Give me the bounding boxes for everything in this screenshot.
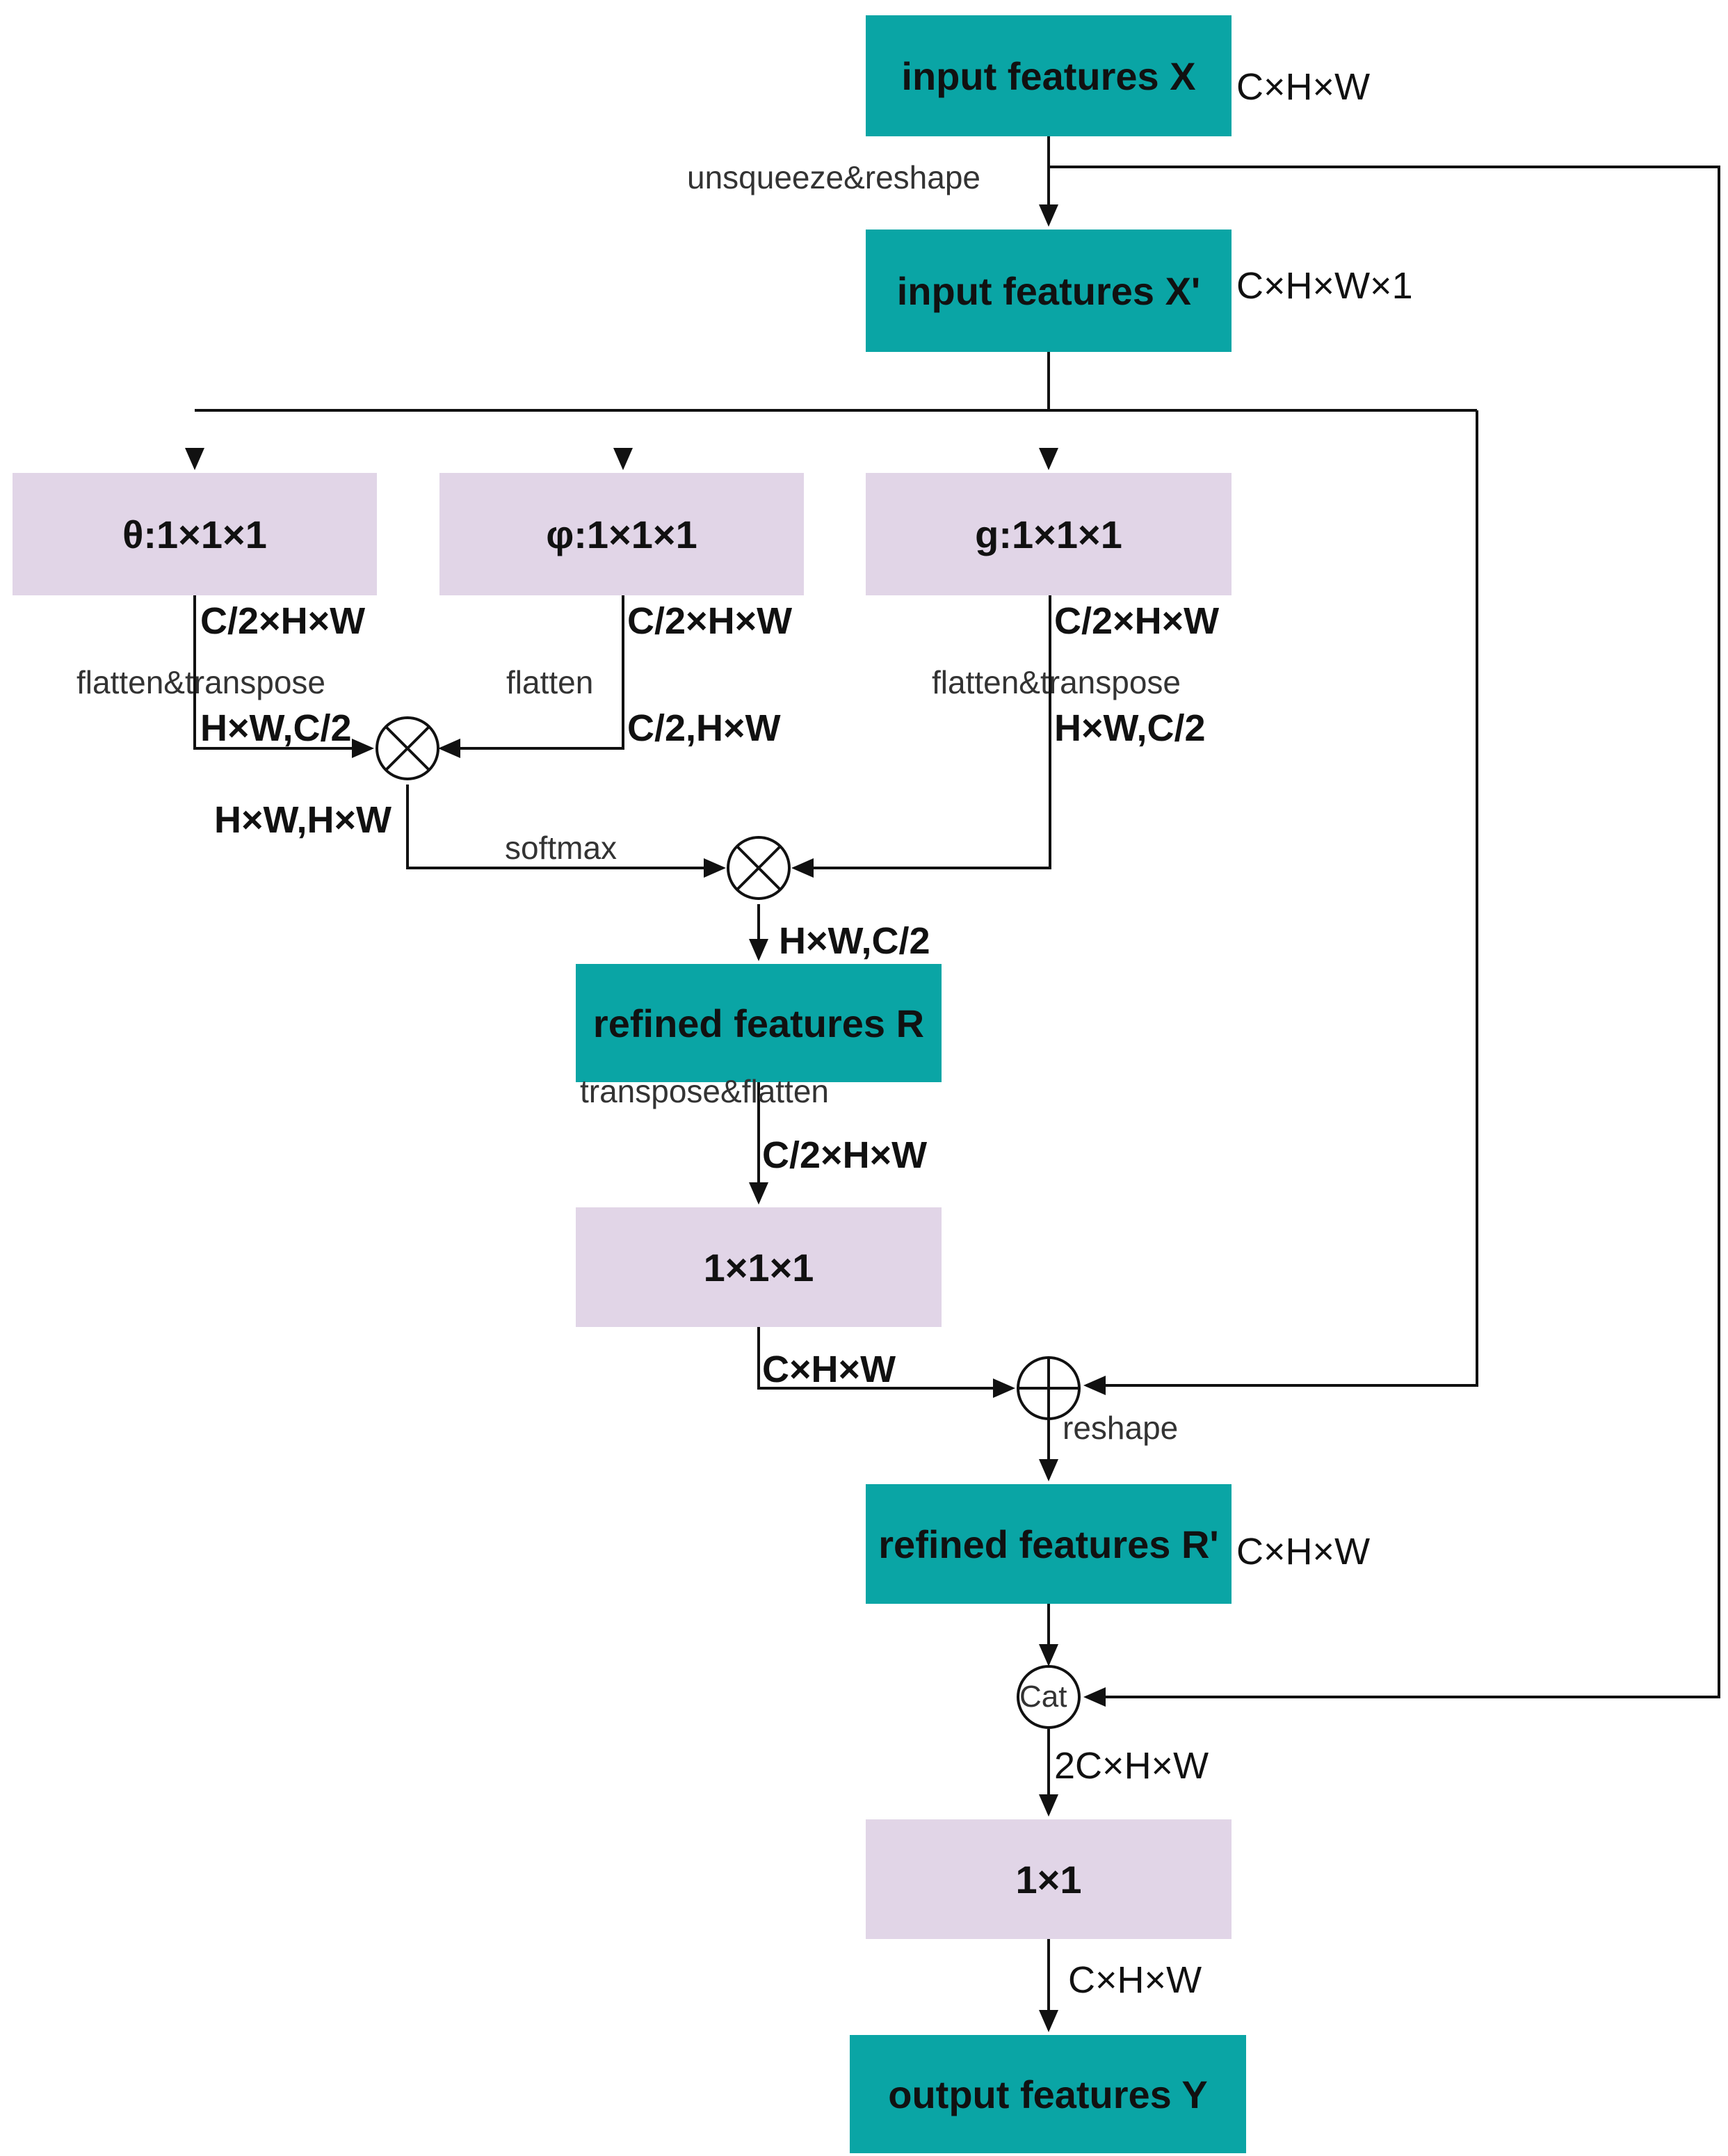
r-in-shape-label: H×W,C/2 [779, 920, 930, 962]
transpose-flatten-label: transpose&flatten [580, 1073, 830, 1109]
multiply-op-2 [727, 836, 791, 900]
edge-conv111-to-add [757, 1327, 1012, 1390]
softmax-label: softmax [505, 830, 617, 866]
g-flatten-transpose-label: flatten&transpose [932, 664, 1181, 700]
theta-out-shape-label: C/2×H×W [200, 600, 366, 642]
multiply-op-1 [376, 716, 439, 780]
attention-shape-label: H×W,H×W [214, 799, 392, 841]
edge-theta-to-mul1 [193, 595, 371, 750]
arrowheads [185, 204, 1106, 2032]
edge-phi-to-mul1 [441, 595, 624, 750]
cat-op-label: Cat [1019, 1680, 1067, 1714]
g-conv-label: g:1×1×1 [975, 512, 1122, 556]
input-features-x-label: input features X [901, 54, 1196, 98]
theta-flat-shape-label: H×W,C/2 [200, 707, 352, 749]
x-shape-label: C×H×W [1236, 66, 1371, 108]
input-features-x-node: input features X [866, 15, 1232, 136]
g-out-shape-label: C/2×H×W [1054, 600, 1220, 642]
add-op [1017, 1356, 1081, 1420]
output-features-y-label: output features Y [888, 2072, 1208, 2116]
conv-1x1x1-node: 1×1×1 [576, 1207, 942, 1327]
phi-out-shape-label: C/2×H×W [627, 600, 793, 642]
cat-op [1017, 1665, 1081, 1729]
phi-conv-label: φ:1×1×1 [546, 512, 697, 556]
r-out-shape-label: C/2×H×W [762, 1134, 928, 1176]
conv-1x1-node: 1×1 [866, 1819, 1232, 1939]
phi-flat-shape-label: C/2,H×W [627, 707, 781, 749]
theta-flatten-transpose-label: flatten&transpose [76, 664, 326, 700]
input-features-x-prime-label: input features X' [896, 268, 1201, 313]
g-flat-shape-label: H×W,C/2 [1054, 707, 1206, 749]
r-prime-shape-label: C×H×W [1236, 1531, 1371, 1572]
conv-1x1x1-label: 1×1×1 [703, 1245, 814, 1289]
refined-features-r-node: refined features R [576, 964, 942, 1082]
theta-conv-label: θ:1×1×1 [122, 512, 267, 556]
phi-conv-node: φ:1×1×1 [439, 473, 804, 595]
output-features-y-node: output features Y [850, 2035, 1246, 2153]
x-prime-shape-label: C×H×W×1 [1236, 265, 1413, 307]
refined-features-r-label: refined features R [592, 1001, 925, 1045]
edge-mul1-to-mul2 [406, 785, 723, 869]
refined-features-r-prime-label: refined features R' [878, 1522, 1219, 1566]
reshape-label: reshape [1063, 1410, 1179, 1446]
conv-1x1-label: 1×1 [1015, 1857, 1082, 1901]
input-features-x-prime-node: input features X' [866, 230, 1232, 352]
edge-g-to-mul2 [794, 595, 1051, 869]
edge-x-skip-to-cat [1049, 166, 1720, 1698]
g-conv-node: g:1×1×1 [866, 473, 1232, 595]
cat-out-shape-label: 2C×H×W [1054, 1745, 1209, 1787]
theta-conv-node: θ:1×1×1 [13, 473, 377, 595]
conv-out-shape-label: C×H×W [762, 1349, 896, 1390]
refined-features-r-prime-node: refined features R' [866, 1484, 1232, 1604]
unsqueeze-reshape-label: unsqueeze&reshape [687, 159, 980, 195]
y-shape-label: C×H×W [1068, 1959, 1202, 2001]
edge-branch-to-add [1086, 410, 1478, 1387]
phi-flatten-label: flatten [506, 664, 594, 700]
